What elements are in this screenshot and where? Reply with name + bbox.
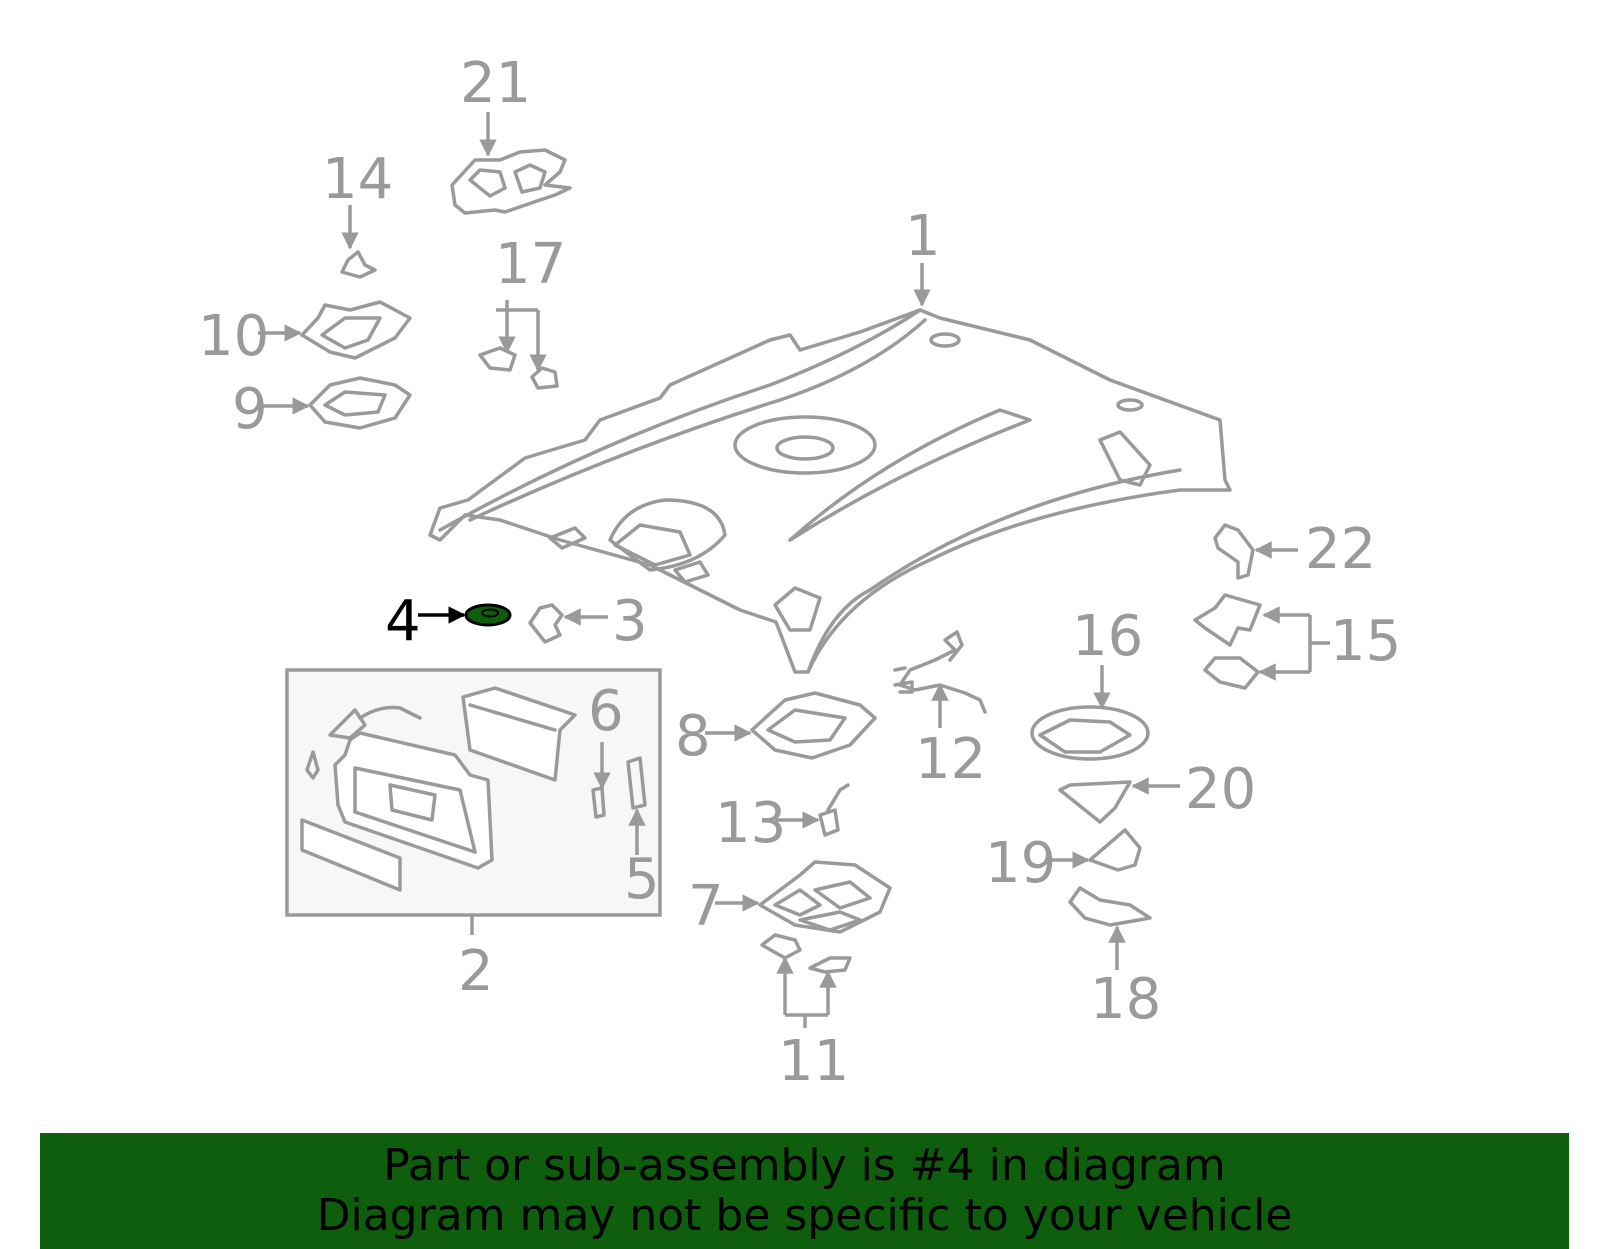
callout-17: 17: [495, 232, 566, 297]
callout-7: 7: [688, 874, 724, 939]
clip-part-14[interactable]: [340, 250, 377, 279]
bracket-part-21[interactable]: [450, 148, 572, 215]
clip-part-22[interactable]: [1213, 523, 1255, 580]
trim-part-18[interactable]: [1068, 886, 1152, 927]
lamp-lens-part-9[interactable]: [308, 376, 412, 430]
lamp-bezel-part-8[interactable]: [750, 691, 877, 760]
banner-line-1: Part or sub-assembly is #4 in diagram: [383, 1140, 1226, 1191]
callout-20: 20: [1185, 757, 1256, 822]
callout-3: 3: [612, 589, 648, 654]
callout-12: 12: [915, 727, 986, 792]
callout-6: 6: [588, 679, 624, 744]
callout-19: 19: [985, 831, 1056, 896]
callout-1: 1: [905, 204, 941, 269]
lamp-assembly-part-16[interactable]: [1030, 705, 1150, 761]
parts-diagram: 1 21 14 17 10 9 22: [198, 51, 1401, 1094]
console-part-7[interactable]: [758, 860, 892, 934]
sun-visor-assembly-part-2[interactable]: [285, 668, 662, 917]
info-banner: Part or sub-assembly is #4 in diagram Di…: [40, 1133, 1569, 1249]
cover-part-19[interactable]: [1088, 828, 1142, 872]
callout-21: 21: [460, 51, 531, 116]
banner-line-2: Diagram may not be specific to your vehi…: [316, 1190, 1293, 1241]
grommet-part-4[interactable]: [464, 603, 512, 627]
callout-4: 4: [385, 589, 421, 654]
callout-15: 15: [1330, 609, 1401, 674]
callout-9: 9: [232, 377, 268, 442]
cover-part-20[interactable]: [1058, 780, 1132, 824]
callout-16: 16: [1072, 604, 1143, 669]
wire-harness-part-12[interactable]: [893, 630, 987, 714]
bracket-pair-part-15[interactable]: [1193, 593, 1262, 690]
callout-10: 10: [198, 304, 269, 369]
dome-lamp-part-10[interactable]: [300, 300, 412, 360]
callout-8: 8: [675, 704, 711, 769]
callout-11: 11: [778, 1029, 849, 1094]
callout-2: 2: [458, 939, 494, 1004]
callout-18: 18: [1090, 967, 1161, 1032]
clip-part-3[interactable]: [528, 603, 564, 644]
callout-22: 22: [1305, 517, 1376, 582]
clip-pair-part-17[interactable]: [478, 346, 559, 390]
callout-14: 14: [322, 147, 393, 212]
clip-pair-part-11[interactable]: [760, 933, 852, 974]
clip-part-13[interactable]: [818, 783, 850, 837]
callout-13: 13: [715, 791, 786, 856]
callout-5: 5: [624, 847, 660, 912]
headliner-part-1[interactable]: [428, 308, 1232, 674]
